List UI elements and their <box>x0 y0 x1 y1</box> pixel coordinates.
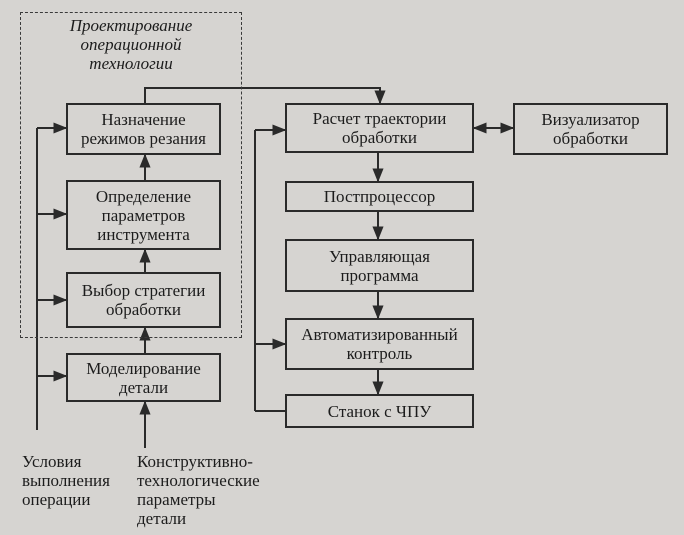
input-design-params-caption: Конструктивно- технологические параметры… <box>137 452 260 528</box>
node-visualizer: Визуализатор обработки <box>513 103 668 155</box>
arrow-modes-to-trajectory <box>144 87 386 105</box>
node-trajectory: Расчет траектории обработки <box>285 103 474 153</box>
input-conditions-caption: Условия выполнения операции <box>22 452 110 509</box>
node-tool-params: Определение параметров инструмента <box>66 180 221 250</box>
operation-design-group <box>20 12 242 338</box>
group-title: Проектирование операционной технологии <box>69 16 193 73</box>
node-postprocessor: Постпроцессор <box>285 181 474 212</box>
node-cutting-modes: Назначение режимов резания <box>66 103 221 155</box>
node-part-modeling: Моделирование детали <box>66 353 221 402</box>
node-auto-control: Автоматизированный контроль <box>285 318 474 370</box>
node-control-program: Управляющая программа <box>285 239 474 292</box>
node-strategy: Выбор стратегии обработки <box>66 272 221 328</box>
node-cnc: Станок с ЧПУ <box>285 394 474 428</box>
